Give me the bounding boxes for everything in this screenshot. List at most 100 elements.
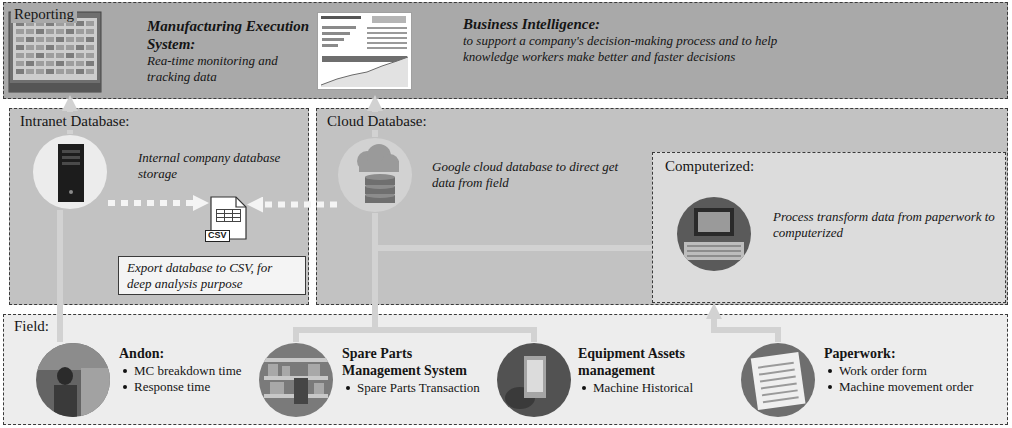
screen-cell bbox=[86, 53, 94, 58]
report-line bbox=[367, 42, 407, 44]
text-group: Reporting bbox=[11, 5, 77, 23]
server-led bbox=[69, 190, 73, 194]
screen-cell bbox=[46, 45, 54, 50]
screen-cell bbox=[36, 29, 44, 34]
screen-cell bbox=[16, 69, 24, 74]
spare-parts-node: Spare Parts Management SystemSpare Parts… bbox=[258, 342, 334, 418]
text-group: Internal company database storage bbox=[138, 150, 303, 181]
bullet-dot bbox=[123, 385, 127, 389]
bullet-text: Response time bbox=[134, 379, 210, 395]
photo-content bbox=[58, 144, 84, 202]
screen-cell bbox=[16, 29, 24, 34]
report-bar bbox=[322, 26, 356, 29]
file-grid bbox=[216, 213, 241, 214]
screen-cell bbox=[26, 37, 34, 42]
file-grid bbox=[224, 209, 225, 222]
photo-circle bbox=[497, 343, 571, 417]
screen-frame bbox=[9, 12, 101, 92]
reporting-band: Manufacturing Execution System:Rea-time … bbox=[3, 2, 1008, 99]
text-group: Andon:MC breakdown timeResponse time bbox=[119, 346, 264, 395]
text-group: Field: bbox=[11, 317, 52, 335]
screen-cell bbox=[16, 45, 24, 50]
text-group: CSV bbox=[205, 224, 230, 242]
photo-content bbox=[684, 208, 744, 260]
photo-circle bbox=[741, 343, 815, 417]
photo-content bbox=[264, 358, 328, 404]
field-heading: Equipment Assets management bbox=[578, 346, 728, 380]
screen-cell bbox=[46, 69, 54, 74]
equip-illustration bbox=[496, 342, 572, 418]
field-heading: Andon: bbox=[119, 346, 264, 363]
screen-cell bbox=[66, 29, 74, 34]
mes-illustration bbox=[9, 12, 101, 92]
part-box bbox=[308, 364, 320, 376]
bullet-text: MC breakdown time bbox=[134, 363, 242, 379]
bullet-row: Spare Parts Transaction bbox=[342, 380, 492, 396]
form-line bbox=[762, 389, 798, 396]
report-line bbox=[367, 37, 407, 39]
screen-cell bbox=[36, 37, 44, 42]
screen-cell bbox=[76, 61, 84, 66]
photo-content bbox=[505, 356, 546, 409]
text-group: Intranet Database: bbox=[17, 112, 133, 130]
screen-cell bbox=[76, 29, 84, 34]
screen-cell bbox=[56, 45, 64, 50]
screen-cell bbox=[36, 53, 44, 58]
screen-cell bbox=[26, 61, 34, 66]
text-group: Export database to CSV, for deep analysi… bbox=[127, 260, 297, 291]
description-text: to support a company's decision-making p… bbox=[463, 33, 825, 64]
wall bbox=[35, 342, 111, 370]
bi-illustration bbox=[317, 12, 412, 90]
file-label: CSV bbox=[205, 230, 230, 242]
report-bar bbox=[322, 32, 350, 35]
screen-cell bbox=[46, 53, 54, 58]
report-bar bbox=[322, 38, 344, 41]
bullet-text: Machine movement order bbox=[839, 379, 973, 395]
text-group: Business Intelligence:to support a compa… bbox=[463, 15, 825, 64]
screen-cell bbox=[46, 37, 54, 42]
screen-cell bbox=[76, 69, 84, 74]
monitor bbox=[694, 208, 734, 236]
screen-cell bbox=[66, 37, 74, 42]
form-sheet bbox=[751, 352, 806, 410]
shelf bbox=[264, 358, 328, 362]
andon-illustration bbox=[35, 342, 111, 418]
screen-cell bbox=[26, 45, 34, 50]
cloud-node: Google cloud database to direct get data… bbox=[337, 137, 413, 213]
screen-cell bbox=[86, 45, 94, 50]
cloud-band: Google cloud database to direct get data… bbox=[316, 108, 1008, 305]
server-tower bbox=[58, 144, 84, 202]
text-group: Manufacturing Execution System:Rea-time … bbox=[147, 17, 312, 84]
screen-cell bbox=[26, 29, 34, 34]
computerized-box: Computerized:Process transform data from… bbox=[652, 152, 1006, 303]
photo-circle bbox=[36, 343, 110, 417]
file-fold bbox=[236, 197, 246, 207]
server-slot bbox=[62, 150, 80, 153]
file-grid bbox=[216, 217, 241, 218]
screen-cell bbox=[76, 45, 84, 50]
file-grid bbox=[232, 209, 233, 222]
screen-cell bbox=[66, 45, 74, 50]
paperwork-node: Paperwork:Work order formMachine movemen… bbox=[740, 342, 816, 418]
section-title: Cloud Database: bbox=[324, 112, 430, 130]
text-group: Google cloud database to direct get data… bbox=[432, 159, 637, 190]
file-grid bbox=[240, 209, 241, 222]
screen-cell bbox=[46, 29, 54, 34]
server-slot bbox=[62, 162, 80, 165]
keyboard bbox=[684, 242, 744, 260]
text-group: Spare Parts Management SystemSpare Parts… bbox=[342, 346, 492, 396]
text-group: Paperwork:Work order formMachine movemen… bbox=[824, 346, 1002, 395]
bullet-row: MC breakdown time bbox=[119, 363, 264, 379]
bullet-dot bbox=[582, 386, 586, 390]
report-bar bbox=[322, 56, 407, 62]
monitor-screen bbox=[698, 212, 730, 232]
export-note: Export database to CSV, for deep analysi… bbox=[118, 256, 306, 295]
photo-circle bbox=[677, 197, 751, 271]
bi-panel: Business Intelligence:to support a compa… bbox=[317, 10, 1002, 95]
screen-cell bbox=[16, 37, 24, 42]
scanner-hand bbox=[294, 378, 308, 404]
section-title: Intranet Database: bbox=[17, 112, 133, 130]
asset-node: Equipment Assets managementMachine Histo… bbox=[496, 342, 572, 418]
system-heading: Manufacturing Execution System: bbox=[147, 17, 312, 53]
